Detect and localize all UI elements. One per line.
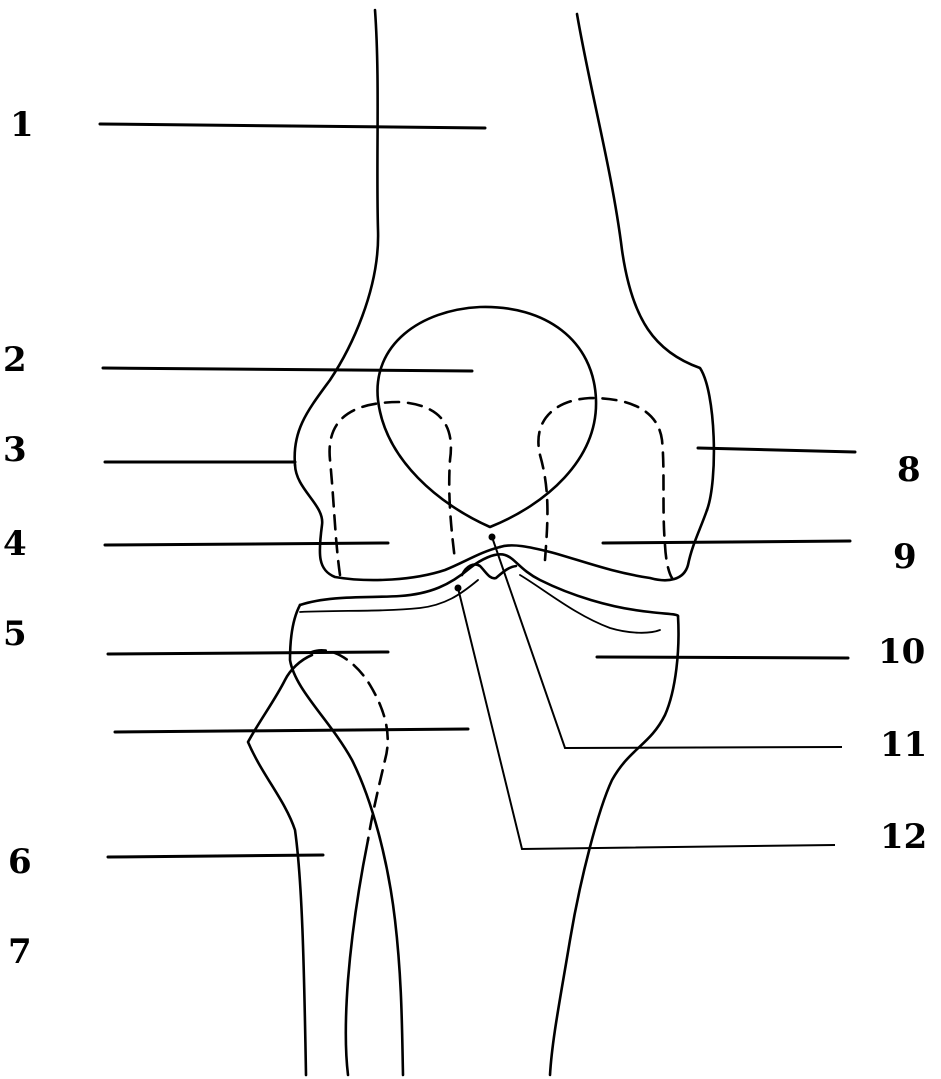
femur-shaft-left-edge [295,10,378,465]
label-1: 1 [10,108,34,142]
medial-condyle-hidden-contour [538,398,672,578]
fibula-head-outline [248,655,312,1075]
leader-line-6 [108,855,323,857]
label-4: 4 [3,527,27,561]
lateral-condyle-hidden-contour [330,402,455,575]
leader-line-7 [115,729,468,732]
label-7: 7 [8,935,32,969]
medial-femoral-condyle-outline [500,510,707,580]
leader-line-10 [597,657,848,658]
leader-12-endpoint [455,585,462,592]
leader-line-4 [105,543,388,545]
leader-line-12 [458,588,835,849]
fibula-head-hidden-contour [312,650,388,840]
label-3: 3 [3,433,27,467]
leader-line-1 [100,124,485,128]
lateral-femoral-condyle-outline [295,465,500,580]
leader-line-5 [108,652,388,654]
fibula-shaft-medial-edge [346,840,368,1075]
label-8: 8 [897,453,921,487]
label-9: 9 [893,540,917,574]
leader-line-9 [603,541,850,543]
leader-line-2 [103,368,472,371]
leader-11-endpoint [489,534,496,541]
intercondylar-eminence [462,564,516,578]
tibia-right-edge [550,616,678,1075]
label-6: 6 [8,845,32,879]
femur-shaft-right-edge [577,14,714,510]
label-12: 12 [880,820,927,854]
tibial-plateau-upper [300,554,678,616]
label-5: 5 [3,617,27,651]
label-11: 11 [880,728,927,762]
leader-line-8 [698,448,855,452]
label-2: 2 [3,343,27,377]
patella-outline [377,307,596,527]
label-10: 10 [878,635,925,669]
